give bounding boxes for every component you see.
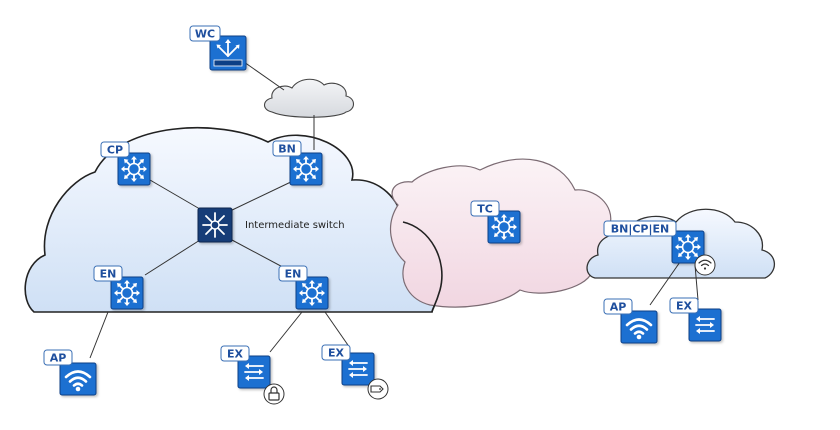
edge-node-left[interactable] <box>110 276 144 310</box>
ex-lock-label: EX <box>220 345 250 362</box>
wireless-controller[interactable] <box>209 35 247 71</box>
access-point-left[interactable] <box>58 361 98 397</box>
edge-node-right[interactable] <box>295 276 329 310</box>
intermediate-switch[interactable] <box>197 207 233 243</box>
access-point-right[interactable] <box>619 309 659 345</box>
fabric-site-cloud <box>24 126 443 313</box>
internet-cloud <box>263 78 355 118</box>
ap-left-label: AP <box>43 349 73 366</box>
svg-text:AP: AP <box>50 352 67 365</box>
en-left-label: EN <box>93 265 123 282</box>
svg-text:AP: AP <box>610 301 627 314</box>
bn-label: BN <box>272 140 302 157</box>
svg-text:TC: TC <box>477 203 493 216</box>
svg-text:EX: EX <box>227 348 244 361</box>
cp-label: CP <box>100 141 130 158</box>
wc-label: WC <box>189 25 221 42</box>
tc-label: TC <box>470 200 500 217</box>
svg-text:EX: EX <box>676 300 693 313</box>
ap-right-label: AP <box>603 298 633 315</box>
ex-tag-label: EX <box>321 344 351 361</box>
svg-text:EN: EN <box>100 268 117 281</box>
svg-text:BN: BN <box>278 143 296 156</box>
en-right-label: EN <box>278 265 308 282</box>
tag-icon <box>367 378 389 400</box>
border-node[interactable] <box>289 152 323 186</box>
svg-text:BN|CP|EN: BN|CP|EN <box>611 223 669 236</box>
extended-node-right[interactable] <box>688 308 722 342</box>
svg-text:WC: WC <box>195 28 215 41</box>
lock-icon <box>263 383 285 405</box>
control-plane-node[interactable] <box>117 152 151 186</box>
wifi-badge-icon <box>694 254 716 276</box>
bn-cp-en-label: BN|CP|EN <box>603 220 677 237</box>
intermediate-switch-label: Intermediate switch <box>245 220 345 231</box>
svg-text:EN: EN <box>285 268 302 281</box>
ex-right-label: EX <box>669 297 699 314</box>
svg-text:EX: EX <box>328 347 345 360</box>
svg-text:CP: CP <box>107 144 123 157</box>
